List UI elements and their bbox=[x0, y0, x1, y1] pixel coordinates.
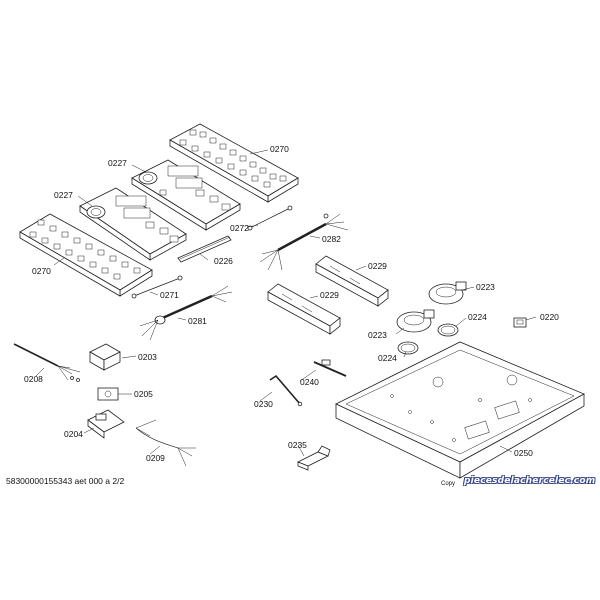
control-board-upper bbox=[169, 123, 299, 203]
connector-rod bbox=[313, 359, 347, 377]
clip bbox=[513, 317, 527, 328]
part-label-0230: 0230 bbox=[254, 399, 273, 409]
bracket-lower bbox=[267, 283, 341, 335]
part-label-0229-lower: 0229 bbox=[320, 290, 339, 300]
part-labels: 0270 0227 0270 0227 0272 0282 0226 0229 … bbox=[24, 144, 559, 463]
part-label-0223-left: 0223 bbox=[368, 330, 387, 340]
part-label-0208: 0208 bbox=[24, 374, 43, 384]
wiring-harness-upper bbox=[259, 213, 349, 271]
part-label-0270-upper: 0270 bbox=[270, 144, 289, 154]
housing-tray bbox=[335, 341, 585, 479]
power-board-upper bbox=[131, 159, 241, 231]
part-label-0204: 0204 bbox=[64, 429, 83, 439]
part-label-0227-lower: 0227 bbox=[54, 190, 73, 200]
part-label-0205: 0205 bbox=[134, 389, 153, 399]
part-label-0282: 0282 bbox=[322, 234, 341, 244]
flat-cable-lower bbox=[131, 275, 183, 299]
sealing-ring-left bbox=[397, 341, 419, 355]
part-label-0281: 0281 bbox=[188, 316, 207, 326]
part-label-0224-left: 0224 bbox=[378, 353, 397, 363]
copyright-text: Copy bbox=[441, 481, 456, 487]
part-label-0224-right: 0224 bbox=[468, 312, 487, 322]
induction-coil-left bbox=[396, 309, 435, 333]
wiring-harness-lower bbox=[139, 285, 233, 341]
part-label-0227-upper: 0227 bbox=[108, 158, 127, 168]
sealing-ring-right bbox=[437, 323, 459, 337]
part-label-0226: 0226 bbox=[214, 256, 233, 266]
flat-cable-short bbox=[247, 205, 293, 231]
part-label-0203: 0203 bbox=[138, 352, 157, 362]
power-board-lower bbox=[79, 187, 187, 261]
terminal-module bbox=[89, 343, 121, 371]
part-label-0271: 0271 bbox=[160, 290, 179, 300]
part-label-0229-upper: 0229 bbox=[368, 261, 387, 271]
fixing-bracket bbox=[297, 445, 331, 471]
ribbon-cable bbox=[177, 235, 232, 263]
part-label-0250: 0250 bbox=[514, 448, 533, 458]
part-label-0270-lower: 0270 bbox=[32, 266, 51, 276]
document-reference: 58300000155343 aet 000 a 2/2 bbox=[6, 476, 125, 486]
part-label-0209: 0209 bbox=[146, 453, 165, 463]
part-label-0272: 0272 bbox=[230, 223, 249, 233]
bracket-upper bbox=[315, 255, 389, 307]
part-label-0220: 0220 bbox=[540, 312, 559, 322]
watermark-text: piecesdelachercelec.com bbox=[464, 476, 596, 486]
power-cable bbox=[13, 343, 81, 382]
part-label-0223-right: 0223 bbox=[476, 282, 495, 292]
mounting-bracket bbox=[87, 409, 125, 439]
part-label-0240: 0240 bbox=[300, 377, 319, 387]
leader-lines bbox=[35, 149, 537, 457]
part-label-0235: 0235 bbox=[288, 440, 307, 450]
hook-sensor bbox=[269, 374, 303, 407]
induction-coil-right bbox=[428, 281, 467, 305]
control-board-lower bbox=[19, 213, 153, 297]
filter-component bbox=[97, 387, 119, 401]
wiring-harness-small bbox=[135, 419, 196, 467]
